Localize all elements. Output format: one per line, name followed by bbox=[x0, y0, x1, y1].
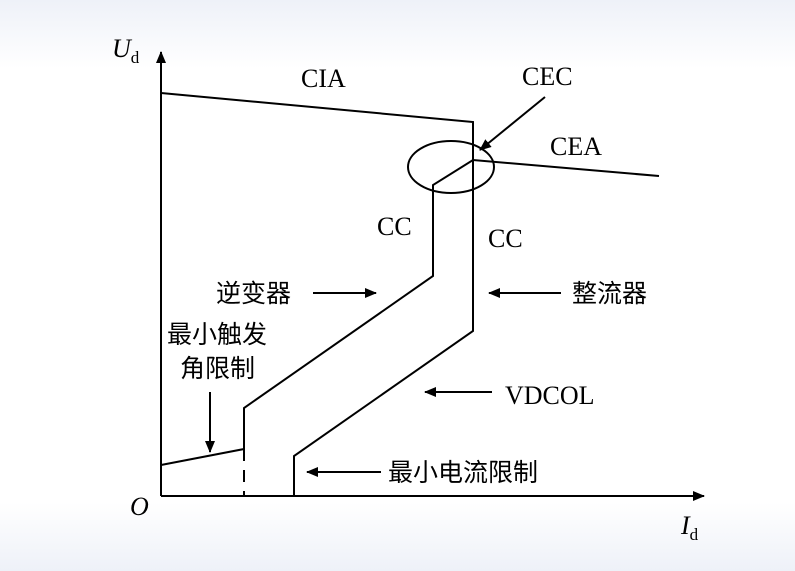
vdcol-label: VDCOL bbox=[505, 381, 595, 410]
min-current-label: 最小电流限制 bbox=[388, 458, 538, 487]
min-angle-label-line1: 最小触发 bbox=[167, 320, 267, 349]
cea-label: CEA bbox=[550, 132, 602, 161]
cc-inverter-label: CC bbox=[377, 212, 412, 241]
x-axis-label: Id bbox=[680, 511, 699, 544]
cec-label: CEC bbox=[522, 62, 573, 91]
cec-ellipse bbox=[407, 140, 495, 194]
cc-rectifier-label: CC bbox=[488, 224, 523, 253]
cia-label: CIA bbox=[301, 64, 346, 93]
rectifier-label: 整流器 bbox=[572, 279, 647, 308]
y-axis-label: Ud bbox=[112, 34, 140, 67]
origin-label: O bbox=[130, 492, 149, 521]
inverter-curve bbox=[160, 158, 660, 466]
min-angle-label-line2: 角限制 bbox=[180, 354, 255, 383]
inverter-label: 逆变器 bbox=[216, 279, 291, 308]
cec-arrow bbox=[479, 96, 546, 151]
rectifier-curve bbox=[160, 92, 474, 496]
